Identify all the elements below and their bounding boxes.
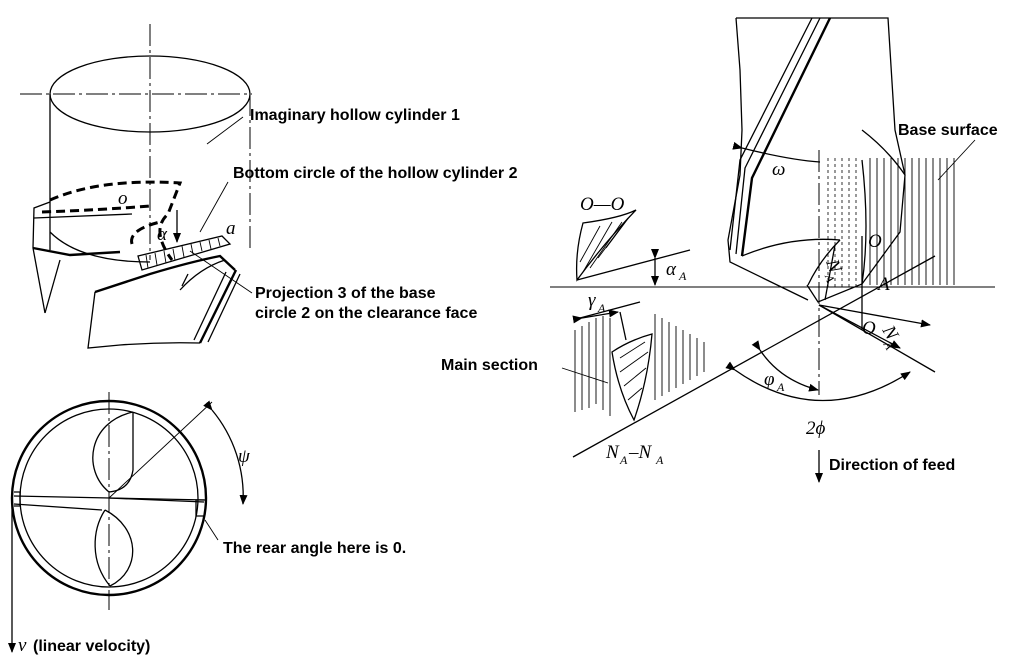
leader-main-section (561, 367, 609, 384)
label-projection-line1: Projection 3 of the base (255, 285, 436, 302)
symbol-alpha-a-sub: A (678, 269, 687, 283)
symbol-capital-o: O (868, 231, 882, 252)
symbol-na-rotated-sub: A (822, 272, 838, 285)
gamma-ray-2 (619, 311, 627, 341)
symbol-gamma-a-sub: A (597, 301, 606, 315)
symbol-psi: ψ (238, 446, 251, 467)
cross-section-figure (8, 392, 248, 653)
helix-land-3 (729, 17, 813, 251)
flute-curve-1 (741, 238, 841, 257)
flute-curve-4 (861, 159, 867, 285)
na-section-wedge (611, 333, 653, 422)
drill-margin-back (207, 273, 241, 343)
lower-flute-side (94, 509, 111, 587)
cylinder-bottom-arc (49, 231, 151, 263)
symbol-alpha-a: α (666, 259, 677, 280)
symbol-alpha: α (157, 224, 168, 245)
symbol-na-na-mid: –N (628, 442, 653, 463)
omega-arrow (732, 141, 821, 163)
na-wedge-hatching (619, 341, 649, 401)
base-surface-hatching (827, 158, 955, 290)
projection-region (137, 235, 232, 271)
alpha-a-ray (576, 249, 691, 281)
label-rear-angle: The rear angle here is 0. (223, 540, 406, 557)
flank-dashed-inner (41, 204, 151, 214)
lip-line (824, 244, 836, 301)
cylinder-drill-figure (20, 24, 253, 349)
symbol-a-small: a (226, 218, 236, 239)
leader-cylinder1 (206, 116, 244, 145)
label-base-surface: Base surface (898, 122, 998, 139)
upper-flute-curve (92, 411, 134, 493)
right-margin-notch (195, 499, 204, 517)
leader-base-surface (937, 139, 976, 181)
drill-lower-lip (94, 254, 236, 294)
symbol-na-na: N (605, 442, 620, 463)
symbol-v: v (18, 635, 27, 656)
label-projection-line2: circle 2 on the clearance face (255, 305, 477, 322)
two-phi-arc (725, 361, 911, 402)
symbol-gamma-a: γ (588, 290, 596, 311)
symbol-na-rotated-group: N A (821, 256, 846, 285)
drill-angles-figure (550, 17, 995, 483)
lower-flute-curve (104, 509, 134, 587)
flute-curve-3 (807, 239, 841, 286)
psi-ray (108, 401, 213, 499)
upper-flute-side (108, 412, 134, 493)
drill-margin-inner (193, 271, 227, 341)
drill-flute-tick (181, 273, 189, 287)
drill-left-lip (33, 213, 133, 219)
symbol-o-small: o (118, 188, 128, 209)
main-section-hatching (574, 314, 705, 416)
drill-margin-outer (198, 269, 238, 344)
leader-bottom-circle (199, 181, 229, 233)
symbol-omega: ω (772, 159, 785, 180)
left-margin-notch (14, 491, 21, 507)
symbol-o-o: O—O (580, 194, 625, 215)
symbol-na-na-sub2: A (655, 453, 664, 467)
helix-land-1 (740, 17, 832, 257)
label-direction-of-feed: Direction of feed (829, 457, 955, 474)
psi-arc (203, 400, 248, 505)
oo-section-wedge (575, 209, 637, 282)
symbol-na-na-sub1: A (619, 453, 628, 467)
drill-left-flute (32, 246, 121, 257)
drill-left-land (44, 259, 61, 314)
drill-flute-curve (179, 259, 226, 291)
symbol-o-na-o: O (862, 318, 876, 339)
symbol-phi-a-sub: A (776, 380, 785, 394)
flank-dashed-lip (130, 220, 161, 245)
label-velocity-text: (linear velocity) (33, 638, 150, 655)
leader-projection (189, 250, 253, 294)
label-bottom-circle: Bottom circle of the hollow cylinder 2 (233, 165, 518, 182)
na-arrow (818, 304, 931, 328)
drill-left-outline (727, 17, 809, 301)
flank-dashed-outline (49, 180, 183, 261)
chisel-line (108, 497, 205, 503)
symbol-two-phi: 2ϕ (806, 418, 826, 439)
drill-left-edge (32, 201, 51, 314)
gamma-arrow (572, 309, 619, 324)
drill-lower-body (87, 291, 201, 349)
flute-curve-2 (861, 129, 906, 176)
symbol-phi-a: φ (764, 369, 775, 390)
symbol-capital-a: A (876, 274, 890, 295)
section-line-2 (818, 304, 936, 373)
projection-hatching (145, 237, 221, 269)
label-main-section: Main section (441, 357, 538, 374)
label-cylinder1: Imaginary hollow cylinder 1 (250, 107, 460, 124)
oo-wedge-hatching (579, 215, 631, 273)
cutting-lip-bottom (13, 503, 103, 511)
helix-land-2 (735, 17, 821, 255)
leader-rear-angle (204, 519, 219, 541)
